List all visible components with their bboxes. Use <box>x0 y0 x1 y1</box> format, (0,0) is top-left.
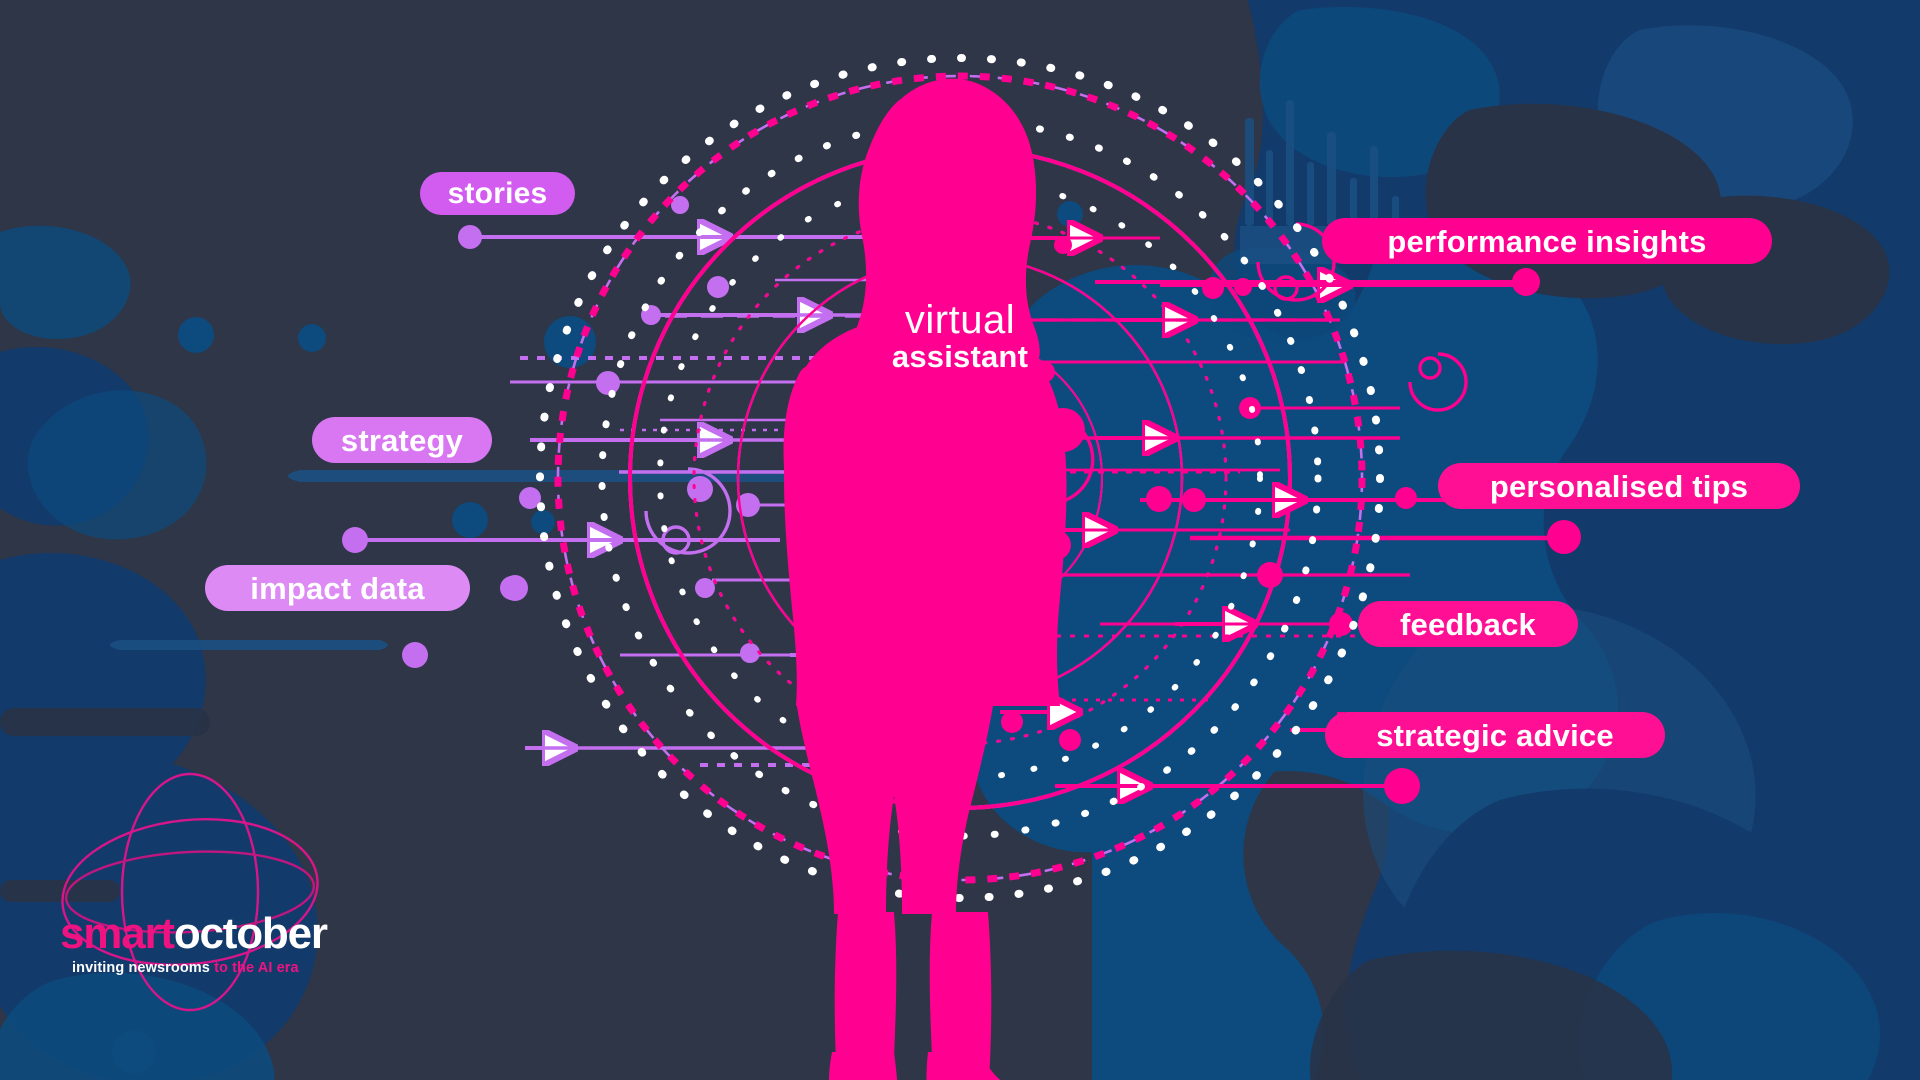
smartoctober-logo[interactable]: smartoctober inviting newsrooms to the A… <box>52 770 382 1020</box>
caption-line-assistant: assistant <box>891 338 1029 374</box>
label-pill-strategic-advice-text: strategic advice <box>1376 717 1614 753</box>
label-pill-stories-text: stories <box>447 176 548 210</box>
logo-tagline-part1: inviting newsrooms <box>72 960 215 976</box>
logo-wordmark: smartoctober <box>60 912 380 956</box>
label-pill-impact-data[interactable]: impact data <box>205 565 470 611</box>
atom-orbit-mark <box>61 772 319 1012</box>
label-pill-feedback-text: feedback <box>1400 606 1536 642</box>
logo-tagline: inviting newsrooms to the AI era <box>72 960 392 976</box>
left-ring-connector-icons <box>644 467 740 555</box>
logo-brand-october: october <box>173 909 328 958</box>
label-pill-personalised-tips-text: personalised tips <box>1489 468 1749 504</box>
female-silhouette <box>783 78 1067 1080</box>
logo-tagline-part2: to the AI era <box>214 960 299 976</box>
label-pill-impact-data-text: impact data <box>250 570 425 606</box>
caption-line-virtual: virtual <box>904 298 1016 342</box>
label-pill-feedback[interactable]: feedback <box>1358 601 1578 647</box>
label-pill-strategic-advice[interactable]: strategic advice <box>1325 712 1665 758</box>
label-pill-performance-insights-text: performance insights <box>1387 223 1707 259</box>
label-pill-strategy-text: strategy <box>340 422 464 458</box>
label-pill-personalised-tips[interactable]: personalised tips <box>1438 463 1800 509</box>
left-node-dots <box>342 196 1030 752</box>
label-pill-stories[interactable]: stories <box>420 172 575 215</box>
right-dashed-lines <box>1000 318 1370 702</box>
logo-brand-smart: smart <box>60 909 175 958</box>
label-pill-strategy[interactable]: strategy <box>312 417 492 463</box>
label-pill-performance-insights[interactable]: performance insights <box>1322 218 1772 264</box>
virtual-assistant-caption: virtual assistant <box>770 300 1150 372</box>
